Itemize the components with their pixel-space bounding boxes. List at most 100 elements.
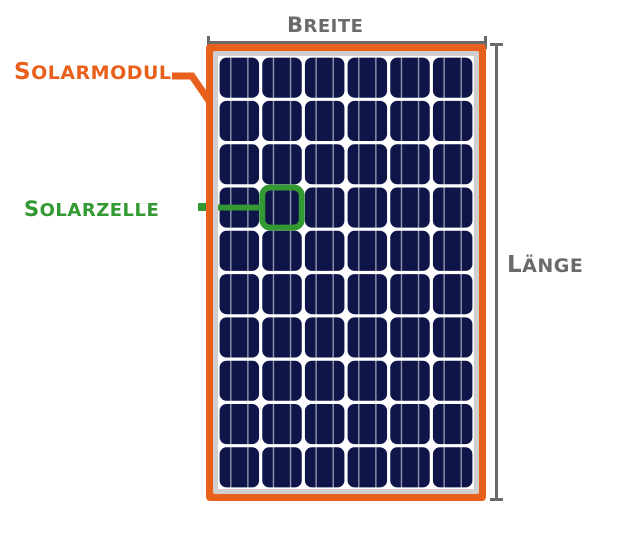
- solar-cell: [432, 187, 473, 228]
- busbar-node: [297, 396, 309, 408]
- dimension-bar-horizontal: [207, 41, 487, 44]
- busbar-node: [425, 267, 437, 278]
- solar-cell: [347, 57, 388, 98]
- dimension-label-breite: BREITE: [287, 5, 364, 40]
- busbar-node: [383, 353, 395, 365]
- solar-cell: [432, 57, 473, 98]
- solar-cell: [304, 360, 345, 401]
- solar-cell: [219, 447, 260, 488]
- highlighted-solar-cell: [218, 184, 305, 231]
- busbar-node: [340, 310, 352, 322]
- busbar-node: [297, 180, 309, 192]
- solar-cell: [432, 230, 473, 271]
- solar-cell: [304, 144, 345, 185]
- solar-cell: [347, 317, 388, 358]
- solar-cell: [262, 230, 302, 271]
- solar-cell: [262, 360, 302, 401]
- solar-cell: [262, 317, 302, 358]
- solar-cell: [390, 447, 430, 488]
- solar-cell: [304, 57, 345, 98]
- solar-cell: [304, 447, 345, 488]
- busbar-node: [297, 137, 309, 149]
- solar-cell: [219, 100, 260, 142]
- solar-cell: [390, 230, 430, 271]
- solar-cell: [304, 100, 345, 142]
- busbar-node: [383, 93, 395, 105]
- module-inner-frame: [213, 51, 479, 494]
- busbar-node: [297, 93, 309, 105]
- solar-cell: [219, 57, 260, 98]
- busbar-node: [383, 223, 395, 235]
- solar-cell-grid: [218, 56, 474, 489]
- busbar-node: [425, 396, 437, 408]
- solar-cell: [432, 144, 473, 185]
- solar-cell: [390, 360, 430, 401]
- busbar-node: [340, 137, 352, 149]
- solar-cell: [390, 100, 430, 142]
- solar-cell: [262, 187, 302, 228]
- busbar-node: [340, 93, 352, 105]
- busbar-node: [255, 310, 267, 322]
- solar-cell: [347, 187, 388, 228]
- solar-cell-highlight: [259, 184, 305, 231]
- busbar-node: [255, 137, 267, 149]
- solar-cell: [347, 274, 388, 315]
- dimension-line-breite: [207, 36, 487, 49]
- solar-cell: [219, 230, 260, 271]
- solar-cell: [347, 403, 388, 445]
- solar-cell: [304, 274, 345, 315]
- solar-cell: [262, 57, 302, 98]
- busbar-node-diamonds: [255, 93, 437, 452]
- busbar-node: [425, 180, 437, 192]
- solar-cell: [432, 274, 473, 315]
- solar-cell: [347, 144, 388, 185]
- busbar-node: [383, 137, 395, 149]
- busbar-node: [255, 93, 267, 105]
- busbar-node: [255, 267, 267, 278]
- solar-cell: [432, 360, 473, 401]
- solar-cell: [219, 144, 260, 185]
- busbar-node: [383, 180, 395, 192]
- dimension-bar-vertical: [495, 43, 498, 501]
- solar-cell: [390, 144, 430, 185]
- busbar-node: [425, 353, 437, 365]
- solar-cell: [219, 274, 260, 315]
- solar-cell: [347, 230, 388, 271]
- busbar-node: [297, 223, 309, 235]
- busbar-node: [383, 310, 395, 322]
- solar-cell: [432, 447, 473, 488]
- solar-cell: [390, 317, 430, 358]
- solar-cell: [262, 274, 302, 315]
- busbar-node: [425, 137, 437, 149]
- solar-cell: [304, 317, 345, 358]
- dimension-cap-right: [484, 36, 487, 49]
- solar-cell: [432, 317, 473, 358]
- busbar-node: [383, 440, 395, 452]
- busbar-node: [255, 440, 267, 452]
- busbar-node: [383, 267, 395, 278]
- busbar-node: [340, 353, 352, 365]
- solar-cell: [347, 447, 388, 488]
- busbar-node: [425, 223, 437, 235]
- solar-cell: [390, 187, 430, 228]
- busbar-node: [255, 223, 267, 235]
- solar-cell: [262, 144, 302, 185]
- solar-cell: [390, 57, 430, 98]
- dimension-line-laenge: [490, 43, 503, 501]
- solar-cell: [347, 100, 388, 142]
- solar-cell: [432, 100, 473, 142]
- busbar-node: [255, 180, 267, 192]
- solar-cell: [262, 100, 302, 142]
- solar-cell: [219, 360, 260, 401]
- busbar-node: [297, 440, 309, 452]
- solar-module: [206, 44, 486, 501]
- busbar-node: [255, 353, 267, 365]
- solar-cell: [304, 230, 345, 271]
- callout-label-solarmodul: SOLARMODUL: [14, 48, 172, 87]
- solar-cell: [219, 403, 260, 445]
- busbar-node: [297, 267, 309, 278]
- busbar-node: [255, 396, 267, 408]
- solar-cell: [304, 403, 345, 445]
- solar-cell: [390, 403, 430, 445]
- busbar-node: [340, 223, 352, 235]
